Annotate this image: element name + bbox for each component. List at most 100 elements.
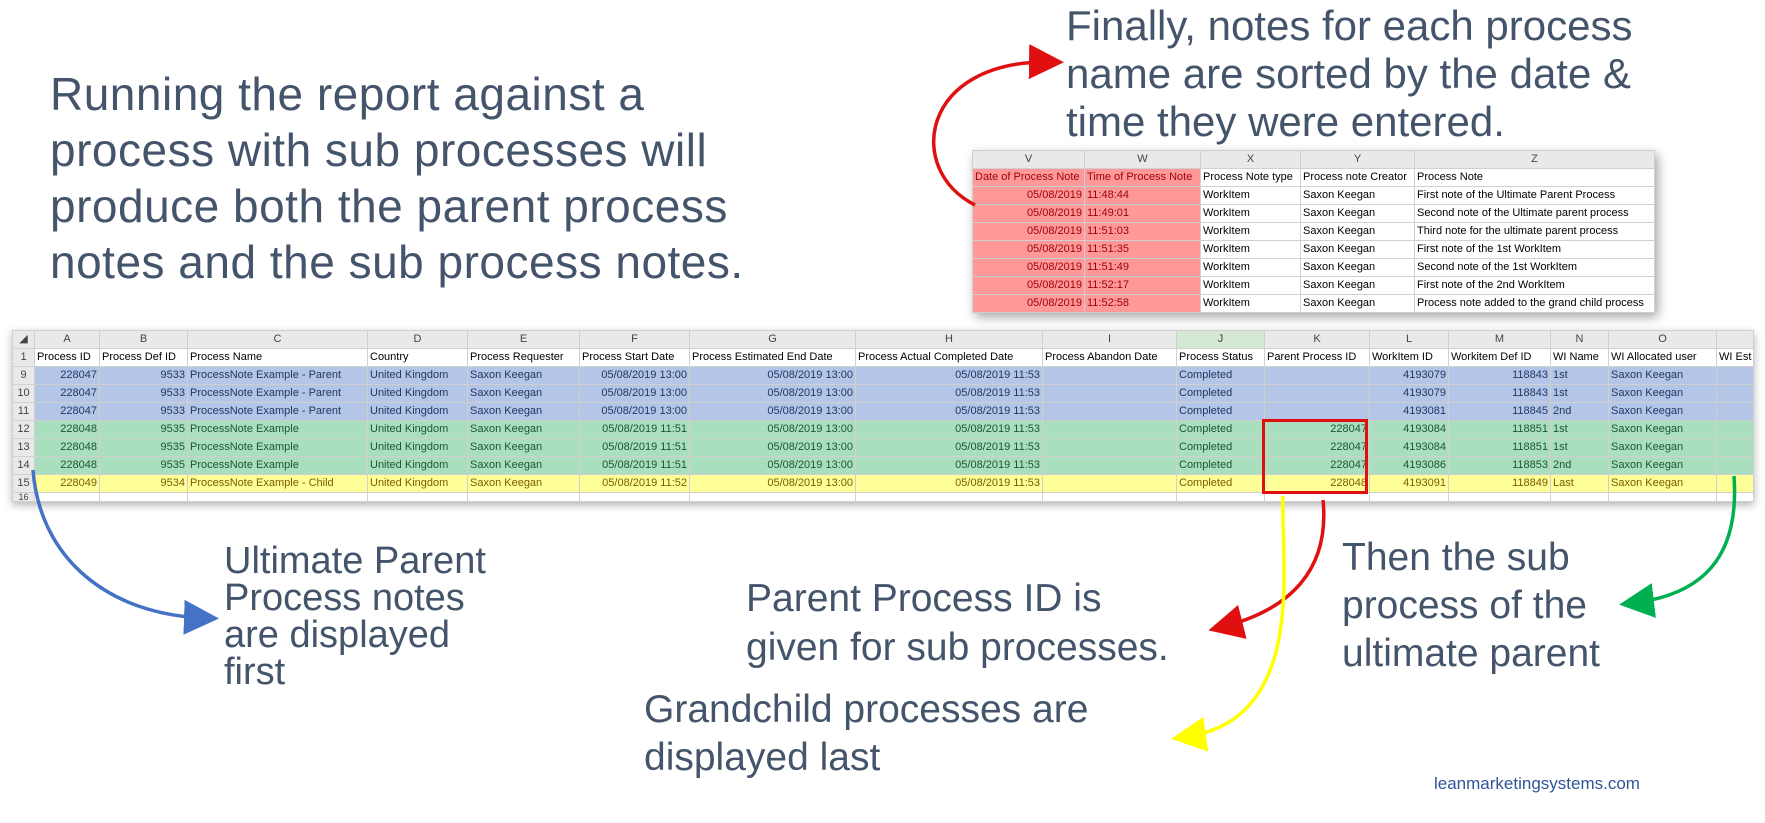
table-cell[interactable]: First note of the Ultimate Parent Proces… — [1414, 186, 1655, 205]
table-cell[interactable]: 228047 — [1264, 438, 1370, 457]
table-cell[interactable]: 4193081 — [1369, 402, 1449, 421]
table-cell[interactable]: Saxon Keegan — [467, 456, 580, 475]
table-cell[interactable]: 118851 — [1448, 420, 1551, 439]
table-cell[interactable]: 228047 — [34, 384, 100, 403]
table-cell[interactable]: Saxon Keegan — [467, 402, 580, 421]
table-cell[interactable]: 05/08/2019 — [972, 204, 1085, 223]
table-cell[interactable]: 4193084 — [1369, 420, 1449, 439]
table-cell[interactable]: 05/08/2019 13:00 — [689, 420, 856, 439]
column-letter[interactable]: O — [1608, 330, 1717, 349]
table-cell[interactable]: 2nd — [1550, 402, 1609, 421]
table-cell[interactable] — [1715, 402, 1755, 421]
table-cell[interactable]: ProcessNote Example — [187, 456, 368, 475]
table-cell[interactable]: 11:52:58 — [1084, 294, 1201, 313]
table-cell[interactable]: ProcessNote Example — [187, 438, 368, 457]
table-cell[interactable] — [1042, 420, 1177, 439]
table-cell[interactable]: 05/08/2019 13:00 — [689, 474, 856, 493]
column-header[interactable]: WI Allocated user — [1608, 348, 1717, 367]
table-cell[interactable]: 11:49:01 — [1084, 204, 1201, 223]
column-letter[interactable]: H — [855, 330, 1043, 349]
table-cell[interactable]: Completed — [1176, 384, 1265, 403]
row-number[interactable]: 11 — [12, 402, 35, 421]
table-cell[interactable]: 228049 — [34, 474, 100, 493]
table-cell[interactable]: United Kingdom — [367, 402, 468, 421]
table-cell[interactable]: 05/08/2019 13:00 — [689, 438, 856, 457]
table-cell[interactable]: ProcessNote Example - Parent — [187, 366, 368, 385]
row-number[interactable]: 13 — [12, 438, 35, 457]
table-cell[interactable]: Completed — [1176, 474, 1265, 493]
table-cell[interactable]: 4193086 — [1369, 456, 1449, 475]
table-cell[interactable]: 228047 — [34, 366, 100, 385]
table-cell[interactable]: 228048 — [1264, 474, 1370, 493]
table-cell[interactable]: Completed — [1176, 438, 1265, 457]
column-letter[interactable]: J — [1176, 330, 1265, 349]
table-cell[interactable]: Saxon Keegan — [1300, 240, 1415, 259]
table-cell[interactable]: 11:51:35 — [1084, 240, 1201, 259]
table-cell[interactable]: ProcessNote Example - Child — [187, 474, 368, 493]
column-header[interactable]: Process note Creator — [1300, 168, 1415, 187]
table-cell[interactable]: 05/08/2019 11:53 — [855, 366, 1043, 385]
column-header[interactable]: Process Actual Completed Date — [855, 348, 1043, 367]
table-cell[interactable]: ProcessNote Example - Parent — [187, 384, 368, 403]
table-cell[interactable]: 118843 — [1448, 384, 1551, 403]
table-cell[interactable]: 05/08/2019 13:00 — [689, 366, 856, 385]
row-number[interactable]: 10 — [12, 384, 35, 403]
table-cell[interactable]: 1st — [1550, 384, 1609, 403]
table-cell[interactable] — [1042, 474, 1177, 493]
table-cell[interactable]: 05/08/2019 11:53 — [855, 384, 1043, 403]
table-cell[interactable]: Second note of the 1st WorkItem — [1414, 258, 1655, 277]
table-cell[interactable]: Saxon Keegan — [467, 384, 580, 403]
table-cell[interactable]: Process note added to the grand child pr… — [1414, 294, 1655, 313]
table-cell[interactable]: 228048 — [34, 456, 100, 475]
column-header[interactable]: Process Requester — [467, 348, 580, 367]
table-cell[interactable] — [1264, 384, 1370, 403]
table-cell[interactable]: 4193079 — [1369, 384, 1449, 403]
column-header[interactable]: WI Name — [1550, 348, 1609, 367]
table-cell[interactable]: Saxon Keegan — [1300, 204, 1415, 223]
table-cell[interactable]: Saxon Keegan — [1300, 222, 1415, 241]
table-cell[interactable]: Saxon Keegan — [1608, 474, 1717, 493]
column-header[interactable]: Process ID — [34, 348, 100, 367]
table-cell[interactable] — [1715, 420, 1755, 439]
table-cell[interactable]: 05/08/2019 11:51 — [579, 420, 690, 439]
column-header[interactable]: Process Def ID — [99, 348, 188, 367]
table-cell[interactable]: Saxon Keegan — [1608, 402, 1717, 421]
select-all-corner[interactable]: ◢ — [12, 330, 35, 349]
table-cell[interactable]: Saxon Keegan — [467, 420, 580, 439]
table-cell[interactable]: United Kingdom — [367, 420, 468, 439]
column-header[interactable]: Process Abandon Date — [1042, 348, 1177, 367]
table-cell[interactable] — [1042, 438, 1177, 457]
column-header[interactable]: Parent Process ID — [1264, 348, 1370, 367]
table-cell[interactable]: Saxon Keegan — [1608, 438, 1717, 457]
table-cell[interactable]: 118851 — [1448, 438, 1551, 457]
table-cell[interactable]: 118843 — [1448, 366, 1551, 385]
table-cell[interactable]: 4193079 — [1369, 366, 1449, 385]
column-header[interactable]: Date of Process Note — [972, 168, 1085, 187]
column-letter[interactable]: C — [187, 330, 368, 349]
column-letter[interactable]: K — [1264, 330, 1370, 349]
table-cell[interactable]: 118853 — [1448, 456, 1551, 475]
table-cell[interactable]: 9533 — [99, 402, 188, 421]
column-header[interactable]: Process Status — [1176, 348, 1265, 367]
table-cell[interactable]: Saxon Keegan — [1608, 420, 1717, 439]
table-cell[interactable]: United Kingdom — [367, 456, 468, 475]
table-cell[interactable]: 05/08/2019 — [972, 258, 1085, 277]
table-cell[interactable]: 05/08/2019 — [972, 276, 1085, 295]
table-cell[interactable]: Saxon Keegan — [1300, 294, 1415, 313]
column-letter[interactable]: B — [99, 330, 188, 349]
column-letter[interactable]: E — [467, 330, 580, 349]
table-cell[interactable]: ProcessNote Example - Parent — [187, 402, 368, 421]
table-cell[interactable]: ProcessNote Example — [187, 420, 368, 439]
table-cell[interactable]: 9534 — [99, 474, 188, 493]
column-letter[interactable]: N — [1550, 330, 1609, 349]
table-cell[interactable]: 05/08/2019 13:00 — [579, 366, 690, 385]
table-cell[interactable]: 11:52:17 — [1084, 276, 1201, 295]
column-letter[interactable]: W — [1084, 150, 1201, 169]
table-cell[interactable]: Completed — [1176, 366, 1265, 385]
table-cell[interactable]: Completed — [1176, 420, 1265, 439]
table-cell[interactable]: WorkItem — [1200, 258, 1301, 277]
table-cell[interactable]: WorkItem — [1200, 294, 1301, 313]
column-letter[interactable]: F — [579, 330, 690, 349]
column-letter[interactable] — [1715, 330, 1755, 349]
table-cell[interactable]: 05/08/2019 13:00 — [579, 402, 690, 421]
